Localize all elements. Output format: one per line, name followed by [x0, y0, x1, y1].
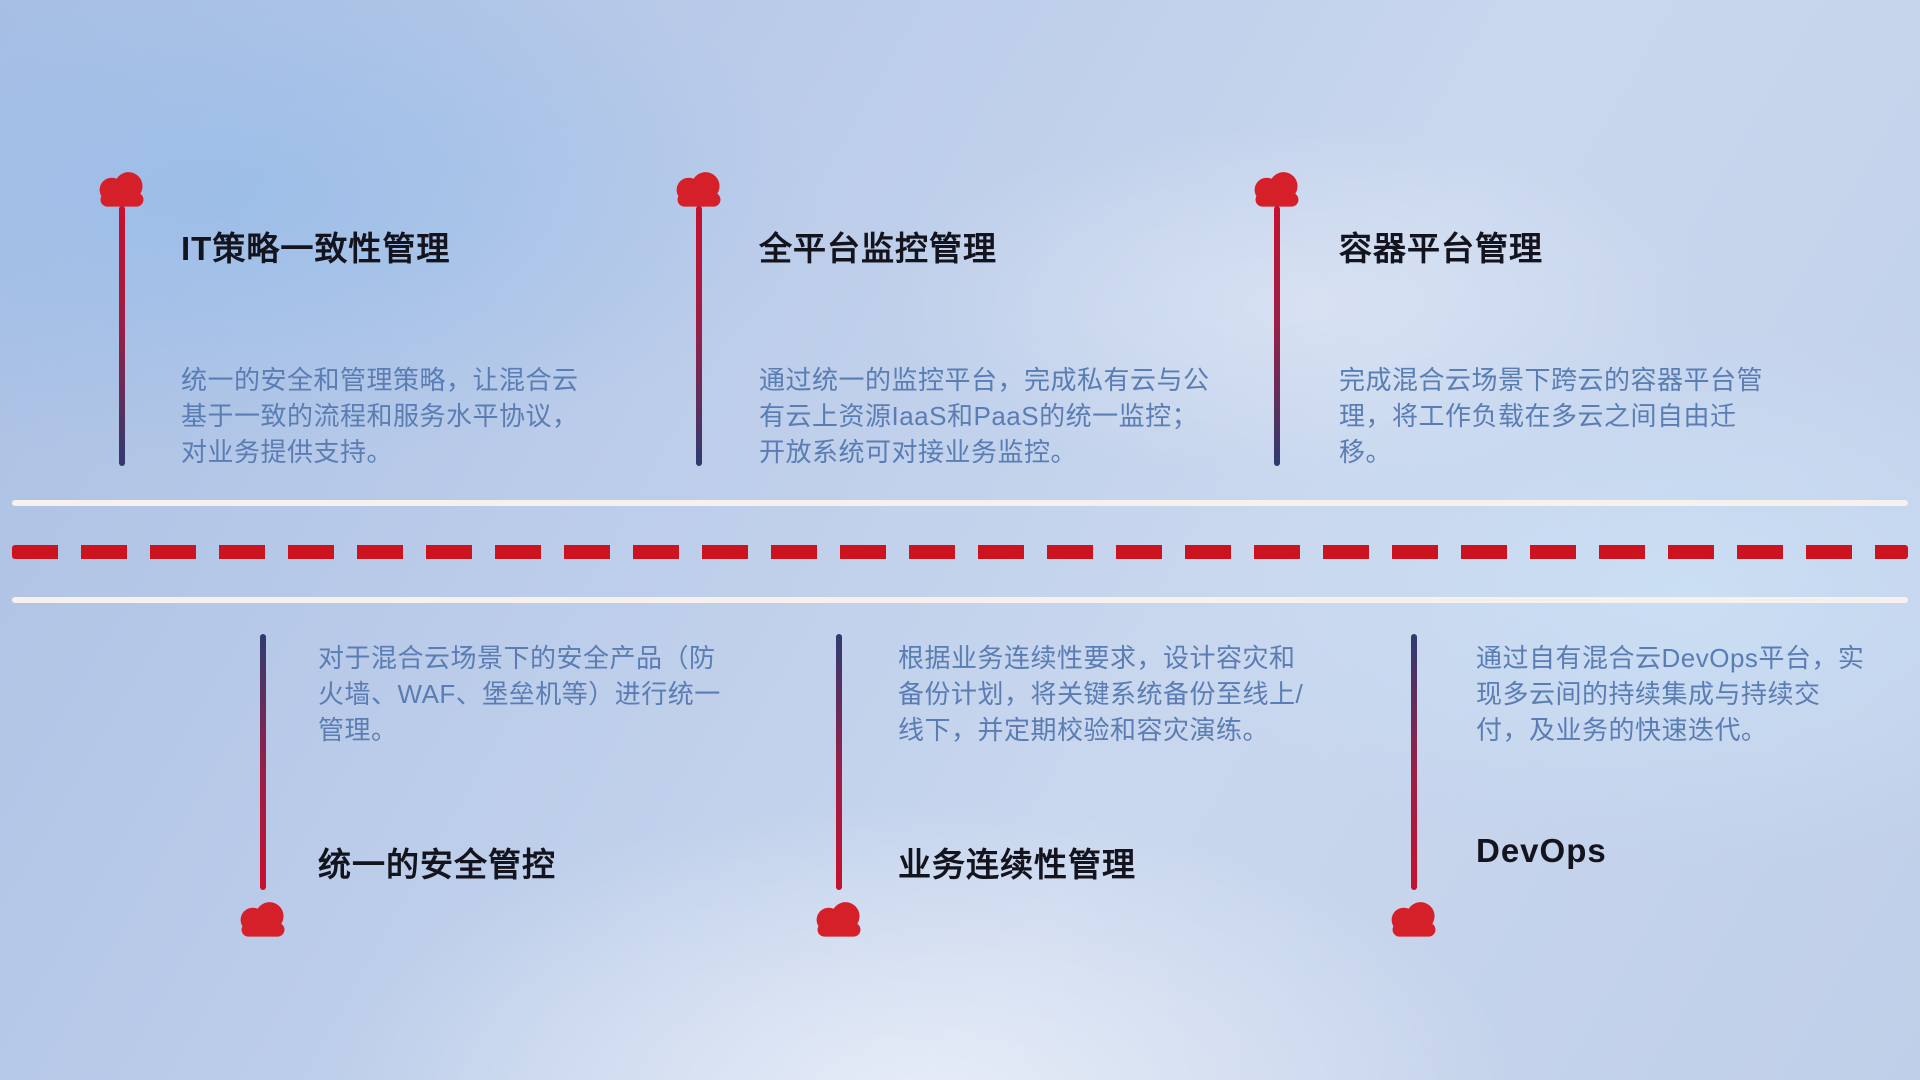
item-title: 业务连续性管理: [898, 846, 1136, 883]
cloud-icon: [811, 898, 867, 938]
timeline-connector: [1274, 206, 1280, 466]
cloud-icon: [671, 168, 727, 208]
item-description: 通过统一的监控平台，完成私有云与公有云上资源IaaS和PaaS的统一监控；开放系…: [759, 365, 1210, 467]
road-dashed-line: [12, 545, 1908, 559]
timeline-connector: [1411, 634, 1417, 890]
cloud-icon: [94, 168, 150, 208]
item-title: 容器平台管理: [1339, 230, 1543, 267]
cloud-icon: [1249, 168, 1305, 208]
item-description: 通过自有混合云DevOps平台，实现多云间的持续集成与持续交付，及业务的快速迭代…: [1476, 643, 1865, 745]
timeline-connector: [119, 206, 125, 466]
cloud-icon: [235, 898, 291, 938]
timeline-connector: [260, 634, 266, 890]
cloud-icon: [1386, 898, 1442, 938]
item-title: IT策略一致性管理: [181, 230, 451, 267]
item-description: 对于混合云场景下的安全产品（防火墙、WAF、堡垒机等）进行统一管理。: [318, 643, 721, 745]
item-description: 完成混合云场景下跨云的容器平台管理，将工作负载在多云之间自由迁移。: [1339, 365, 1764, 467]
timeline-connector: [836, 634, 842, 890]
item-title: 统一的安全管控: [318, 846, 556, 883]
item-description: 根据业务连续性要求，设计容灾和备份计划，将关键系统备份至线上/线下，并定期校验和…: [898, 643, 1304, 745]
road-line-bottom: [12, 597, 1908, 603]
item-description: 统一的安全和管理策略，让混合云基于一致的流程和服务水平协议，对业务提供支持。: [181, 365, 579, 467]
timeline-connector: [696, 206, 702, 466]
item-title: DevOps: [1476, 832, 1607, 869]
road-line-top: [12, 500, 1908, 506]
item-title: 全平台监控管理: [759, 230, 997, 267]
